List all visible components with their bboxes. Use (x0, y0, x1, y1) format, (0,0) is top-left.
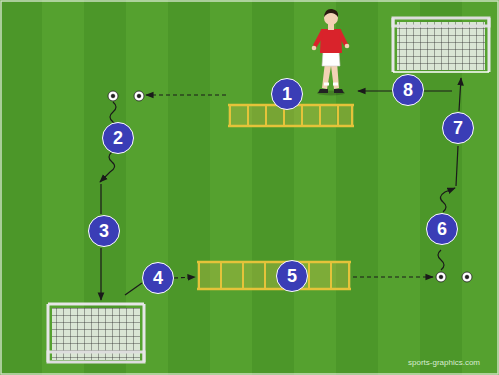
callout-number: 8 (403, 81, 413, 99)
callout-number: 3 (99, 222, 109, 240)
step-circle: 6 (426, 213, 458, 245)
callout-number: 1 (282, 85, 292, 103)
callout-number: 6 (437, 220, 447, 238)
step-circle: 1 (271, 78, 303, 110)
callout-number: 7 (453, 119, 463, 137)
callout-number: 2 (113, 129, 123, 147)
step-circle: 7 (442, 112, 474, 144)
step-circle: 3 (88, 215, 120, 247)
step-circle: 2 (102, 122, 134, 154)
step-circle: 8 (392, 74, 424, 106)
watermark: sports-graphics.com (408, 358, 480, 367)
step-circle: 4 (142, 262, 174, 294)
callout-number: 5 (287, 267, 297, 285)
callout-number: 4 (153, 269, 163, 287)
step-circle: 5 (276, 260, 308, 292)
